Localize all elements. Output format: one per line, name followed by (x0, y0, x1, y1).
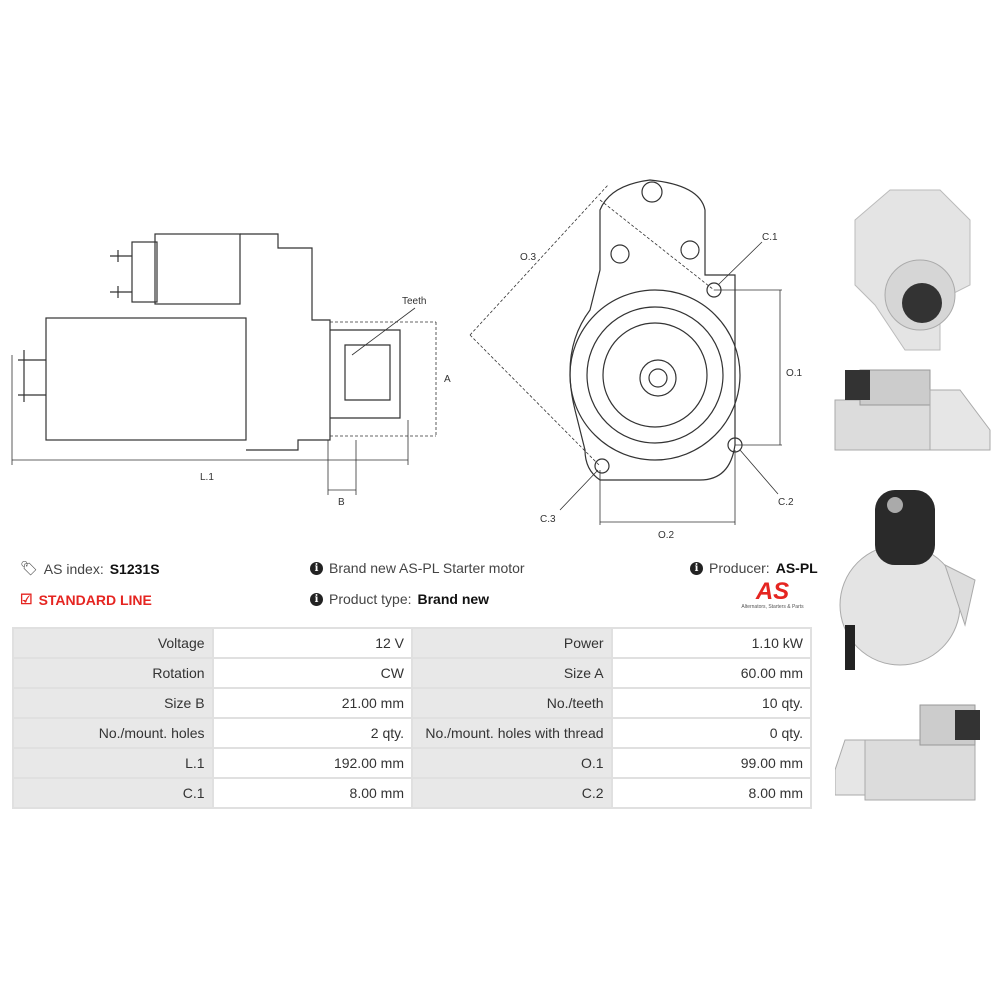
spec-label: Size B (12, 687, 214, 719)
spec-value: 8.00 mm (610, 777, 813, 809)
spec-value: 0 qty. (610, 717, 813, 749)
info-icon: i (310, 592, 323, 606)
logo-mark: AS (755, 578, 790, 605)
tags-icon: 🏷 (20, 560, 38, 576)
product-type: i Product type: Brand new (310, 591, 489, 607)
front-view-drawing (469, 179, 782, 525)
size-a-label: A (444, 374, 451, 385)
spec-value: 10 qty. (610, 687, 813, 719)
spec-label: O.1 (411, 747, 613, 779)
description: i Brand new AS-PL Starter motor (310, 560, 525, 576)
photo-rear-view (835, 485, 995, 695)
spec-label: Power (411, 627, 613, 659)
producer-label: Producer: (709, 560, 770, 576)
spec-label: No./mount. holes (12, 717, 214, 749)
spec-value: 99.00 mm (610, 747, 813, 779)
spec-value: 2 qty. (211, 717, 414, 749)
spec-label: C.1 (12, 777, 214, 809)
producer: i Producer: AS-PL (690, 560, 818, 576)
spec-value: 192.00 mm (211, 747, 414, 779)
as-pl-logo: AS Alternators, Starters & Parts (730, 578, 815, 611)
c3-label: C.3 (540, 514, 556, 525)
spec-value: 60.00 mm (610, 657, 813, 689)
technical-diagram: Teeth A L.1 B O.3 C.1 O.1 C.2 C.3 O.2 (11, 179, 803, 541)
spec-label: Size A (411, 657, 613, 689)
spec-value: 8.00 mm (211, 777, 414, 809)
spec-label: No./teeth (411, 687, 613, 719)
product-type-label: Product type: (329, 591, 412, 607)
side-view-drawing (11, 233, 437, 495)
c2-label: C.2 (778, 497, 794, 508)
teeth-label: Teeth (402, 296, 426, 307)
size-b-label: B (338, 497, 345, 508)
standard-line: ☑ STANDARD LINE (20, 591, 152, 608)
as-index: 🏷 AS index: S1231S (20, 560, 160, 577)
logo-tagline: Alternators, Starters & Parts (741, 604, 804, 610)
c1-label: C.1 (762, 232, 778, 243)
info-icon: i (310, 561, 323, 575)
o3-label: O.3 (520, 252, 537, 263)
spec-label: C.2 (411, 777, 613, 809)
product-type-value: Brand new (417, 591, 490, 607)
photo-front-view (830, 175, 990, 365)
spec-value: 12 V (211, 627, 414, 659)
photo-side-view (830, 360, 995, 470)
spec-label: Voltage (12, 627, 214, 659)
spec-value: 1.10 kW (610, 627, 813, 659)
o2-label: O.2 (658, 530, 675, 541)
l1-label: L.1 (200, 472, 214, 483)
spec-value: 21.00 mm (211, 687, 414, 719)
spec-value: CW (211, 657, 414, 689)
standard-line-label: STANDARD LINE (38, 591, 152, 608)
as-index-value: S1231S (109, 560, 160, 577)
checkbox-icon: ☑ (20, 591, 33, 607)
as-index-label: AS index: (43, 560, 104, 577)
photo-side-view-2 (835, 700, 995, 810)
spec-label: Rotation (12, 657, 214, 689)
producer-value: AS-PL (775, 560, 818, 576)
spec-label: No./mount. holes with thread (411, 717, 613, 749)
spec-label: L.1 (12, 747, 214, 779)
info-icon: i (690, 561, 703, 575)
description-text: Brand new AS-PL Starter motor (329, 560, 525, 576)
o1-label: O.1 (786, 368, 803, 379)
